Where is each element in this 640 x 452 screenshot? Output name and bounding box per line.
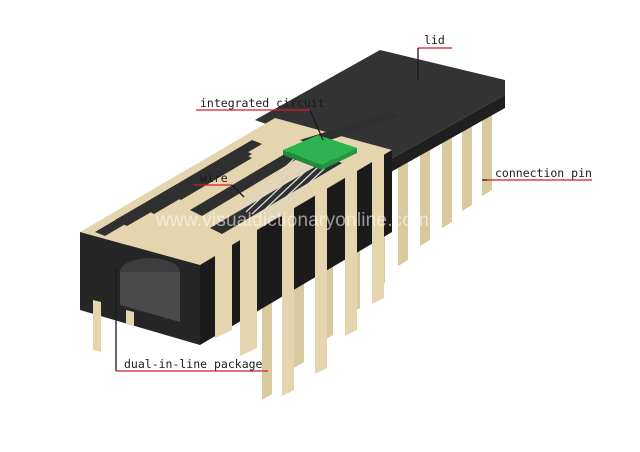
leader-lines bbox=[115, 47, 592, 372]
label-connection-pin: connection pin bbox=[495, 166, 592, 180]
label-wire: wire bbox=[200, 171, 228, 185]
label-dual-in-line-package: dual-in-line package bbox=[124, 357, 263, 371]
label-integrated-circuit: integrated circuit bbox=[200, 96, 325, 110]
integrated-circuit-die bbox=[283, 135, 357, 170]
watermark-text: www.visualdictionaryonline.com bbox=[156, 210, 430, 231]
front-pins bbox=[93, 152, 384, 396]
label-lid: lid bbox=[424, 33, 445, 47]
bonding-wires bbox=[239, 157, 326, 221]
